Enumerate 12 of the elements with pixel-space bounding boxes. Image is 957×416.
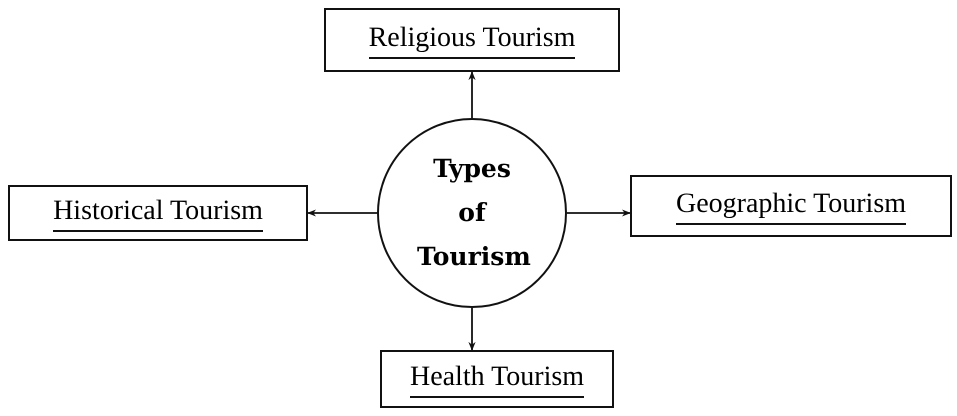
box-label: Historical Tourism xyxy=(53,194,263,232)
tourism-type-box xyxy=(380,350,614,408)
arrow xyxy=(567,209,631,217)
tourism-type-box xyxy=(324,8,620,72)
box-label: Health Tourism xyxy=(410,360,584,398)
box-label: Religious Tourism xyxy=(368,21,576,59)
arrow xyxy=(468,71,476,118)
tourism-type-box xyxy=(630,175,952,237)
arrow xyxy=(468,308,476,351)
tourism-type-box xyxy=(8,185,308,241)
box-label: Geographic Tourism xyxy=(676,187,906,225)
arrow xyxy=(307,209,377,217)
